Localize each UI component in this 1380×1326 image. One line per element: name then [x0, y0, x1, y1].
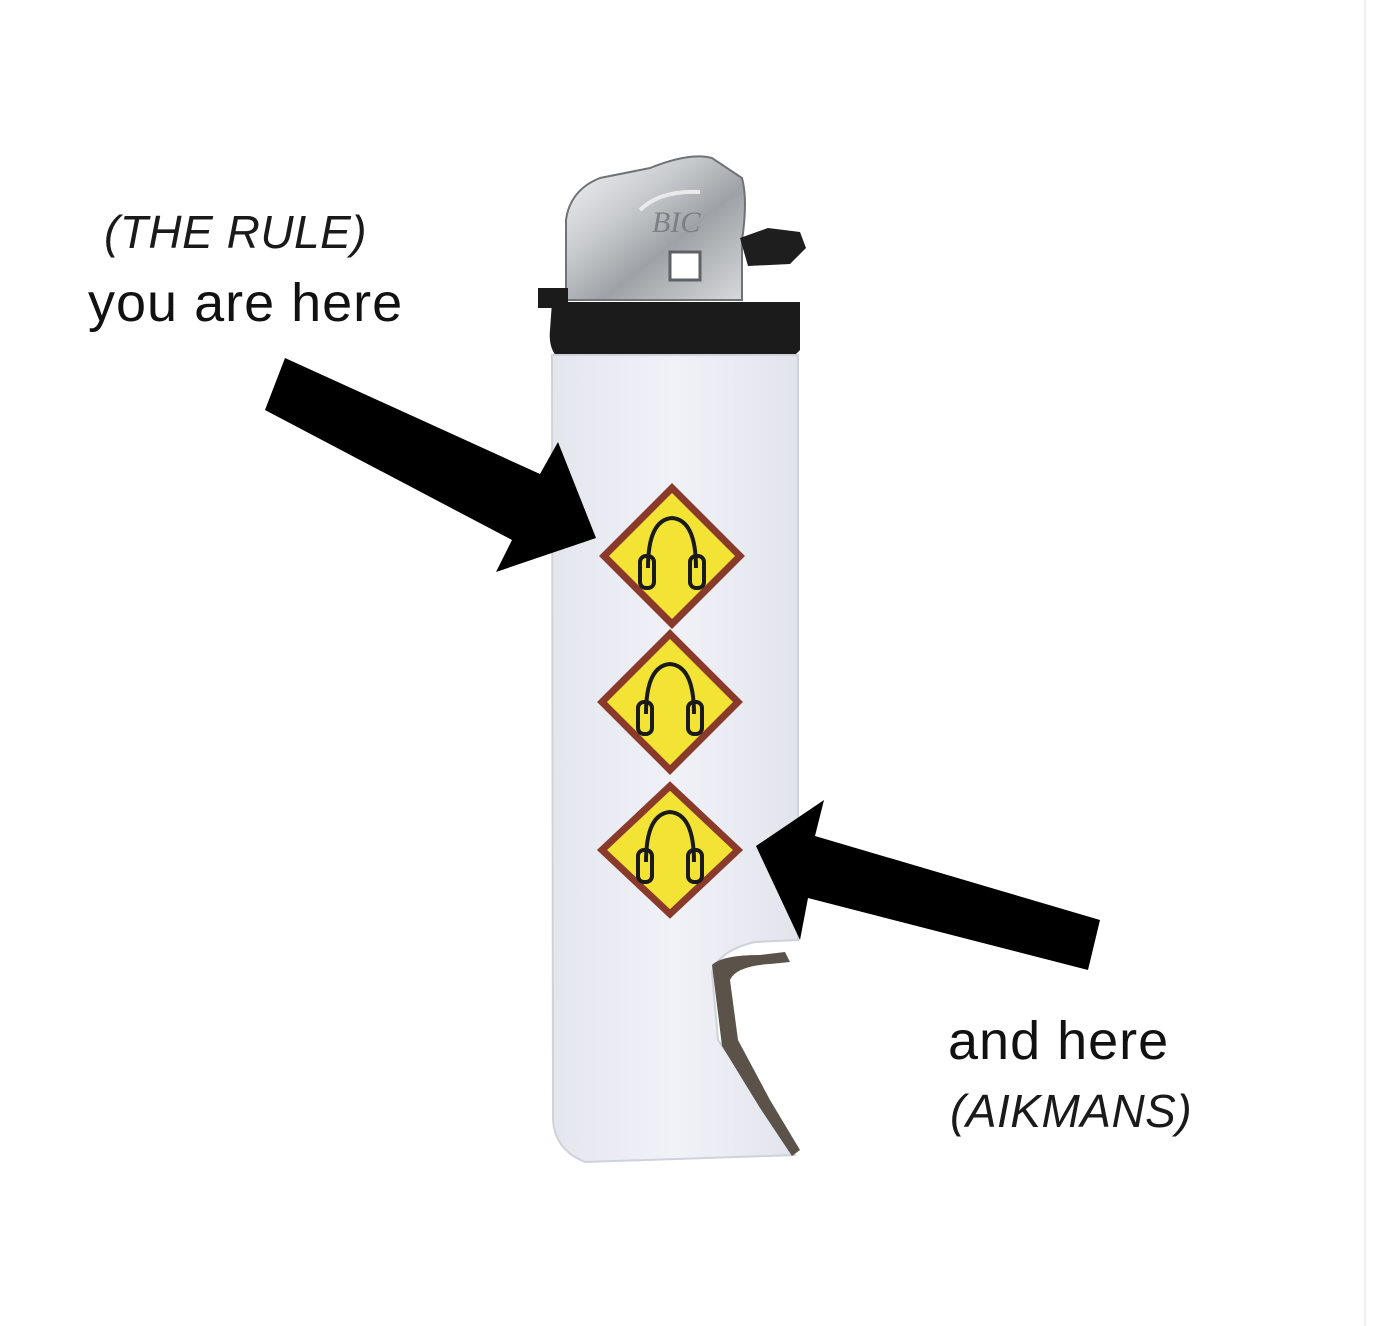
arrow-to-bottom-sign	[756, 800, 1100, 970]
lighter-cap-tab	[538, 288, 568, 308]
headphones-icon	[636, 661, 704, 736]
lighter-flame-lever	[740, 228, 806, 266]
headphones-icon	[636, 809, 704, 884]
arrow-to-top-sign	[265, 358, 596, 572]
brand-mark: BIC	[652, 206, 701, 239]
bottle-opener-notch	[712, 952, 800, 1156]
headphones-icon	[638, 515, 706, 590]
headphone-sign-1	[599, 483, 745, 629]
lighter-black-cap	[549, 302, 800, 361]
lighter-metal-hood: BIC	[565, 155, 746, 301]
top-annotation-text: you are here	[88, 273, 404, 333]
bottom-annotation-tag: (AIKMANS)	[950, 1085, 1193, 1137]
bottom-annotation-text: and here	[948, 1011, 1170, 1071]
headphone-sign-2	[597, 629, 743, 775]
top-annotation-tag: (THE RULE)	[104, 206, 368, 258]
headphone-sign-3	[596, 781, 744, 919]
page-edge-divider	[1364, 0, 1366, 1326]
